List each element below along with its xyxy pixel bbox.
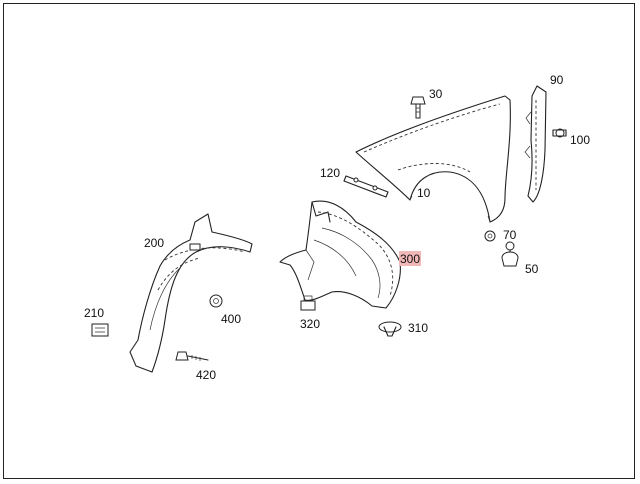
label-90[interactable]: 90: [550, 73, 564, 87]
bolt-30: [410, 96, 426, 119]
wheel-liner-300-part: [279, 200, 401, 309]
label-100[interactable]: 100: [570, 133, 590, 147]
label-210[interactable]: 210: [84, 306, 104, 320]
diagram-frame: [3, 3, 635, 479]
label-200[interactable]: 200: [144, 236, 164, 250]
label-30[interactable]: 30: [429, 87, 443, 101]
label-120[interactable]: 120: [320, 166, 340, 180]
clip-320: [300, 295, 316, 311]
label-310[interactable]: 310: [408, 321, 428, 335]
label-50[interactable]: 50: [525, 262, 539, 276]
screw-420: [175, 351, 209, 361]
label-320[interactable]: 320: [300, 317, 320, 331]
fender-part: [355, 95, 511, 223]
bracket-strip-part: [524, 85, 547, 203]
nut-70: [484, 230, 496, 242]
clip-400: [209, 294, 223, 308]
screw-50: [501, 241, 519, 267]
highlight-300: [399, 251, 421, 266]
clip-100: [552, 128, 567, 138]
label-10[interactable]: 10: [417, 186, 431, 200]
label-70[interactable]: 70: [503, 228, 517, 242]
clip-310: [378, 321, 402, 337]
wheel-liner-200-part: [129, 213, 253, 373]
strip-120: [343, 175, 389, 198]
label-300[interactable]: 300: [400, 252, 420, 266]
label-420[interactable]: 420: [196, 368, 216, 382]
label-400[interactable]: 400: [221, 312, 241, 326]
clip-210: [91, 323, 109, 337]
